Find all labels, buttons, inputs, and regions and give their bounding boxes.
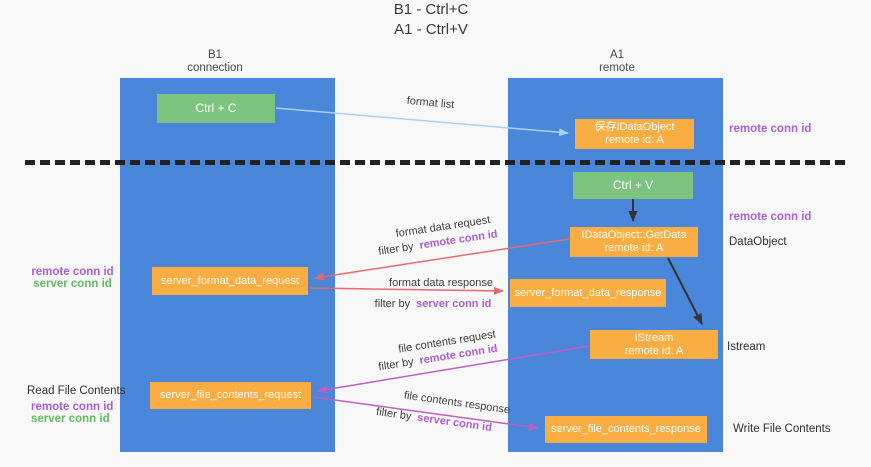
write-file-contents-label: Write File Contents — [733, 423, 831, 435]
filter-prefix-4: filter by — [375, 405, 416, 424]
server-file-contents-response-label: server_file_contents_response — [551, 423, 701, 435]
remote-conn-id-label-left2: remote conn id — [31, 401, 114, 413]
istream-line2: remote id: A — [624, 344, 684, 357]
server-file-contents-request-label: server_file_contents_request — [159, 389, 302, 401]
diagram-title-line2: A1 - Ctrl+V — [394, 21, 468, 38]
save-dataobject-line1: 保存IDataObject — [594, 121, 675, 133]
filter-prefix-2: filter by — [374, 298, 414, 310]
phase-divider-dashed-line — [25, 160, 845, 165]
remote-conn-id-label-mid-right: remote conn id — [729, 211, 812, 223]
right-column-subtitle: remote — [599, 62, 635, 74]
istream-line1: IStream — [634, 331, 674, 344]
diagram-title-line1: B1 - Ctrl+C — [393, 1, 469, 18]
right-column-name: A1 — [609, 49, 625, 61]
left-column-name: B1 — [207, 49, 223, 61]
ctrl-v-node: Ctrl + V — [573, 172, 693, 199]
server-format-data-request-label: server_format_data_request — [160, 274, 300, 287]
getdata-node: IDataObject::GetData remote id: A — [570, 227, 698, 257]
filter-server-conn-id-1: server conn id — [416, 298, 492, 310]
ctrl-v-label: Ctrl + V — [612, 178, 654, 192]
filter-by-server-conn-id-label-1: filter by server conn id — [374, 298, 492, 310]
left-column-subtitle: connection — [187, 62, 243, 74]
remote-conn-id-label-left1: remote conn id — [31, 266, 114, 278]
left-column-header: B1 connection — [155, 49, 275, 75]
server-format-data-response-label: server_format_data_response — [514, 286, 662, 299]
format-list-arrow-label: format list — [406, 94, 455, 112]
dataobject-label: DataObject — [729, 236, 787, 248]
server-file-contents-request-node: server_file_contents_request — [150, 382, 311, 409]
istream-side-label: Istream — [727, 341, 766, 353]
getdata-line2: remote id: A — [604, 242, 664, 254]
getdata-line1: IDataObject::GetData — [581, 229, 687, 241]
ctrl-c-node: Ctrl + C — [157, 94, 275, 123]
diagram-title: B1 - Ctrl+C A1 - Ctrl+V — [0, 0, 862, 40]
filter-prefix-3: filter by — [377, 355, 418, 374]
server-format-data-response-node: server_format_data_response — [510, 279, 666, 307]
ctrl-c-label: Ctrl + C — [195, 101, 237, 115]
save-dataobject-line2: remote id: A — [605, 134, 664, 146]
filter-server-conn-id-2: server conn id — [416, 411, 493, 435]
read-file-contents-label: Read File Contents — [27, 385, 126, 397]
filter-prefix-1: filter by — [377, 240, 418, 258]
server-conn-id-label-left1: server conn id — [33, 278, 112, 290]
save-dataobject-node: 保存IDataObject remote id: A — [575, 119, 694, 149]
left-conn-id-block-2: remote conn id server conn id — [31, 401, 113, 425]
istream-node: IStream remote id: A — [590, 330, 718, 359]
remote-conn-id-label-top-right: remote conn id — [729, 123, 812, 135]
server-conn-id-label-left2: server conn id — [31, 413, 110, 425]
server-format-data-request-node: server_format_data_request — [152, 267, 308, 295]
right-column-header: A1 remote — [557, 49, 677, 75]
left-conn-id-block-1: remote conn id server conn id — [25, 266, 120, 290]
format-data-response-arrow-label: format data response — [389, 277, 493, 289]
server-file-contents-response-node: server_file_contents_response — [545, 416, 707, 443]
